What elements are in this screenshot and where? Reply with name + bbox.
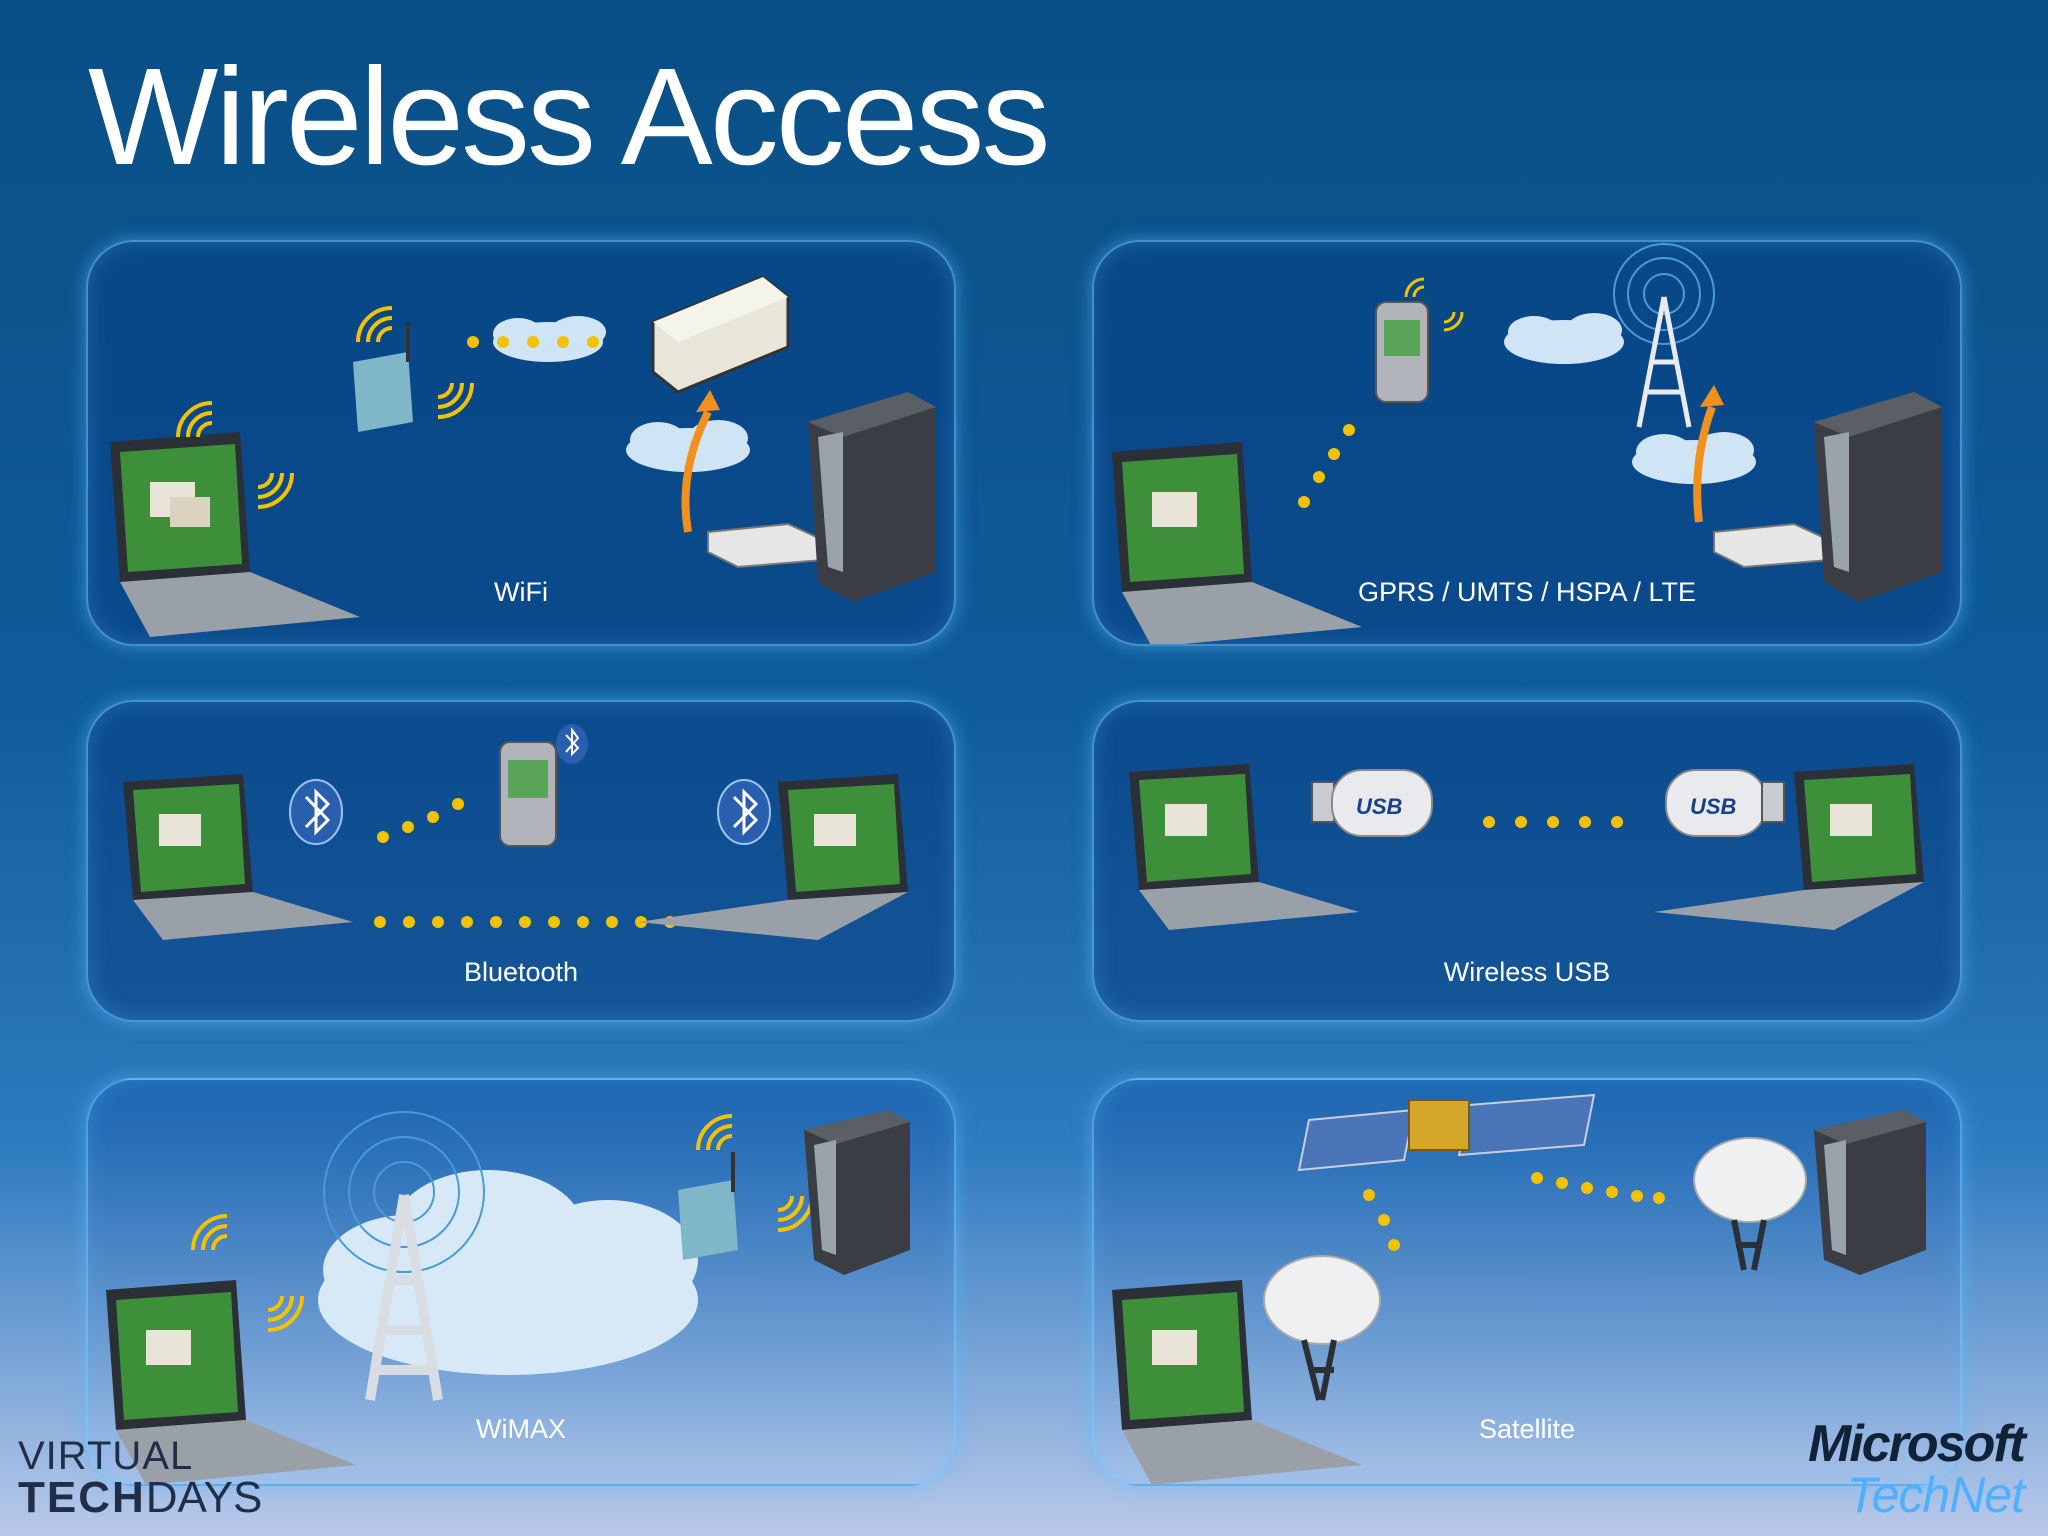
laptop-icon (1112, 1280, 1362, 1484)
logo-line-1: VIRTUAL (18, 1434, 194, 1478)
cellular-illustration (1112, 243, 1942, 644)
product-name: TechNet (1846, 1467, 2025, 1523)
server-tower-icon (1814, 392, 1942, 602)
server-tower-icon (804, 1110, 910, 1275)
satellite-icon (1297, 1093, 1596, 1172)
satellite-illustration (1112, 1093, 1926, 1484)
bluetooth-illustration (123, 724, 908, 940)
wireless-usb-label: Wireless USB (1443, 957, 1611, 987)
microsoft-technet-logo: Microsoft TechNet (1808, 1415, 2026, 1523)
satellite-label: Satellite (1478, 1414, 1576, 1444)
logo-bold-word: TECH (18, 1473, 146, 1522)
server-tower-icon (1814, 1110, 1926, 1275)
laptop-icon (106, 1280, 356, 1484)
wifi-illustration (110, 275, 936, 637)
slide-title: Wireless Access (88, 40, 1051, 194)
connection-dots (1298, 424, 1355, 508)
wimax-illustration (106, 1110, 910, 1484)
laptop-icon (123, 774, 353, 940)
wifi-label: WiFi (494, 577, 548, 607)
satellite-dish-icon (1693, 1137, 1807, 1271)
laptop-icon (1654, 764, 1924, 930)
company-name: Microsoft (1808, 1415, 2026, 1473)
smartphone-icon (1375, 301, 1429, 403)
cellular-label: GPRS / UMTS / HSPA / LTE (1357, 577, 1697, 607)
access-point-icon (353, 322, 413, 432)
wifi-signal-icon (176, 306, 474, 509)
bluetooth-icon (556, 724, 588, 764)
cell-tower-icon (1613, 243, 1715, 428)
connection-dots (1483, 816, 1623, 828)
laptop-icon (1129, 764, 1359, 930)
usb-dongle-icon: USB (1311, 769, 1433, 837)
usb-text: USB (1356, 794, 1403, 819)
logo-line-2: TECHDAYS (18, 1476, 262, 1520)
upload-arrow-icon (681, 410, 712, 533)
connection-dots (374, 798, 676, 928)
logo-rest-word: DAYS (145, 1473, 263, 1522)
usb-text: USB (1690, 794, 1737, 819)
cellular-panel: GPRS / UMTS / HSPA / LTE (1092, 240, 1962, 646)
satellite-dish-icon (1263, 1255, 1381, 1401)
laptop-icon (110, 432, 360, 637)
wireless-usb-illustration: USB USB (1129, 764, 1924, 930)
network-switch-icon (651, 275, 790, 394)
server-tower-icon (808, 392, 936, 602)
bluetooth-icon (289, 779, 343, 845)
wimax-label: WiMAX (476, 1414, 566, 1444)
modem-icon (707, 522, 824, 569)
modem-icon (1713, 522, 1830, 569)
upload-arrow-icon (1693, 405, 1716, 523)
virtual-techdays-logo: VIRTUAL TECHDAYS (18, 1436, 262, 1520)
cloud-icon (1504, 313, 1756, 484)
cell-signal-icon (1404, 277, 1464, 332)
bluetooth-panel: Bluetooth (86, 700, 956, 1022)
connection-dots (467, 336, 599, 348)
bluetooth-icon (717, 779, 771, 845)
wireless-usb-panel: USB USB Wireless USB (1092, 700, 1962, 1022)
usb-dongle-icon: USB (1665, 769, 1785, 837)
smartphone-icon (499, 741, 557, 847)
wimax-panel: WiMAX (86, 1078, 956, 1486)
satellite-panel: Satellite (1092, 1078, 1962, 1486)
bluetooth-label: Bluetooth (463, 957, 579, 987)
wifi-panel: WiFi (86, 240, 956, 646)
cell-tower-icon (323, 1111, 485, 1401)
access-point-icon (678, 1152, 738, 1260)
laptop-icon (638, 774, 908, 940)
laptop-icon (1112, 442, 1362, 644)
connection-dots (1363, 1172, 1665, 1251)
